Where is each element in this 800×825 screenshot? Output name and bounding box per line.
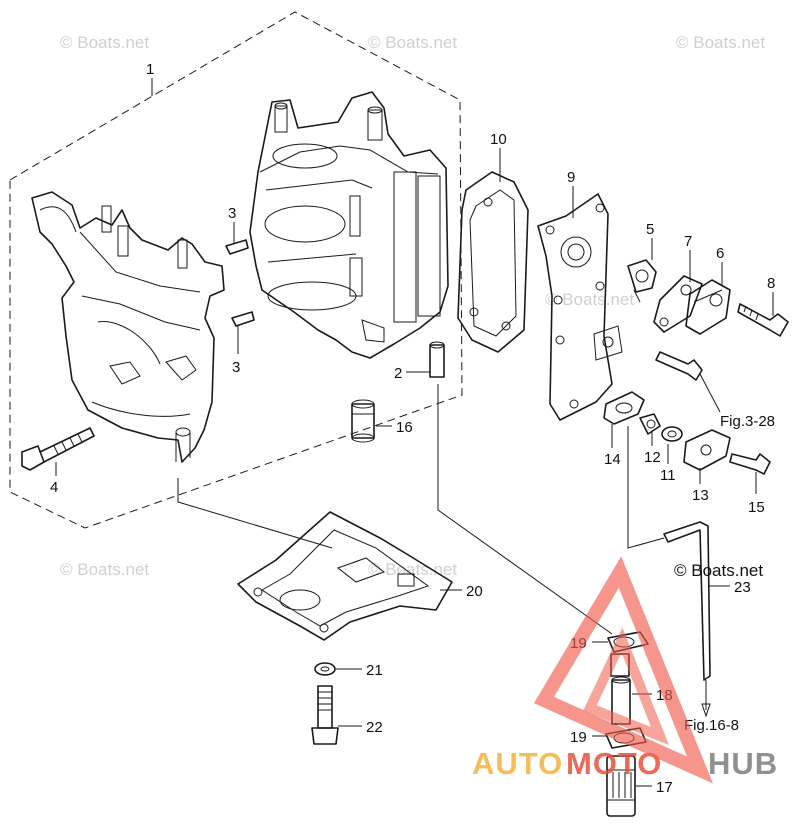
bolt-22	[311, 685, 339, 745]
callout-label: 3	[228, 205, 236, 222]
bushing-16	[351, 399, 375, 443]
callout-label: 1	[146, 61, 154, 78]
callout-label: 6	[716, 245, 724, 262]
callout-label: 5	[646, 221, 654, 238]
callout-label: 14	[604, 451, 621, 468]
watermark: © Boats.net	[60, 560, 149, 579]
pin-2	[429, 341, 445, 378]
callout-label: 23	[734, 579, 751, 596]
watermark: © Boats.net	[676, 33, 765, 52]
bolt-8	[737, 303, 789, 337]
bolt-4	[21, 427, 95, 471]
bolt-fig-3-28	[655, 351, 703, 381]
callout-label: 11	[660, 467, 676, 484]
figure-reference: Fig.16-8	[684, 717, 739, 734]
triangle-logo-icon	[533, 556, 714, 784]
brand-auto: AUTO	[472, 746, 563, 781]
callout-label: 19	[570, 729, 587, 746]
crankcase-lower	[31, 191, 225, 463]
watermark: © Boats.net	[60, 33, 149, 52]
triangle-logo-inner-icon	[583, 627, 669, 745]
fuel-filter-17	[606, 755, 636, 817]
callout-label: 3	[232, 359, 240, 376]
washer-21	[314, 662, 336, 676]
washer-11	[661, 426, 683, 442]
gasket-7	[653, 275, 703, 333]
callout-label: 16	[396, 419, 413, 436]
brand-logo: AUTO MOTO HUB	[472, 556, 778, 784]
watermark: © Boats.net	[368, 33, 457, 52]
callout-label: 9	[567, 169, 575, 186]
copyright-notice: © Boats.net	[674, 561, 763, 580]
gasket-10	[457, 171, 529, 353]
callout-label: 2	[394, 365, 402, 382]
cylinder-block	[249, 91, 449, 359]
flow-lines	[177, 384, 711, 718]
leader-line	[699, 373, 721, 413]
cover-6	[685, 279, 731, 335]
hose-23	[663, 521, 711, 681]
callout-label: 4	[50, 479, 58, 496]
callout-label: 7	[684, 233, 692, 250]
callout-label: 17	[656, 779, 673, 796]
watermark: © Boats.net	[545, 290, 634, 309]
callout-label: 20	[466, 583, 483, 600]
assembly-boundary	[9, 11, 463, 529]
callout-label: 10	[490, 131, 507, 148]
figure-reference: Fig.3-28	[720, 413, 775, 430]
brand-hub: HUB	[708, 746, 778, 781]
valve-12	[639, 413, 661, 435]
brand-moto: MOTO	[566, 746, 662, 781]
watermarks: © Boats.net © Boats.net © Boats.net © Bo…	[60, 33, 765, 579]
callout-label: 8	[767, 275, 775, 292]
fitting-5	[627, 259, 657, 303]
callout-label: 13	[692, 487, 709, 504]
callout-label: 15	[748, 499, 765, 516]
watermark: © Boats.net	[368, 560, 457, 579]
bolt-15	[729, 453, 771, 475]
callout-label: 21	[366, 662, 383, 679]
gasket-14	[603, 391, 645, 425]
gasket-20	[237, 511, 453, 641]
callout-label: 12	[644, 449, 661, 466]
exhaust-cover-9	[537, 193, 623, 421]
cover-13	[683, 429, 731, 471]
callout-label: 22	[366, 719, 383, 736]
dowel-pin	[225, 239, 255, 327]
